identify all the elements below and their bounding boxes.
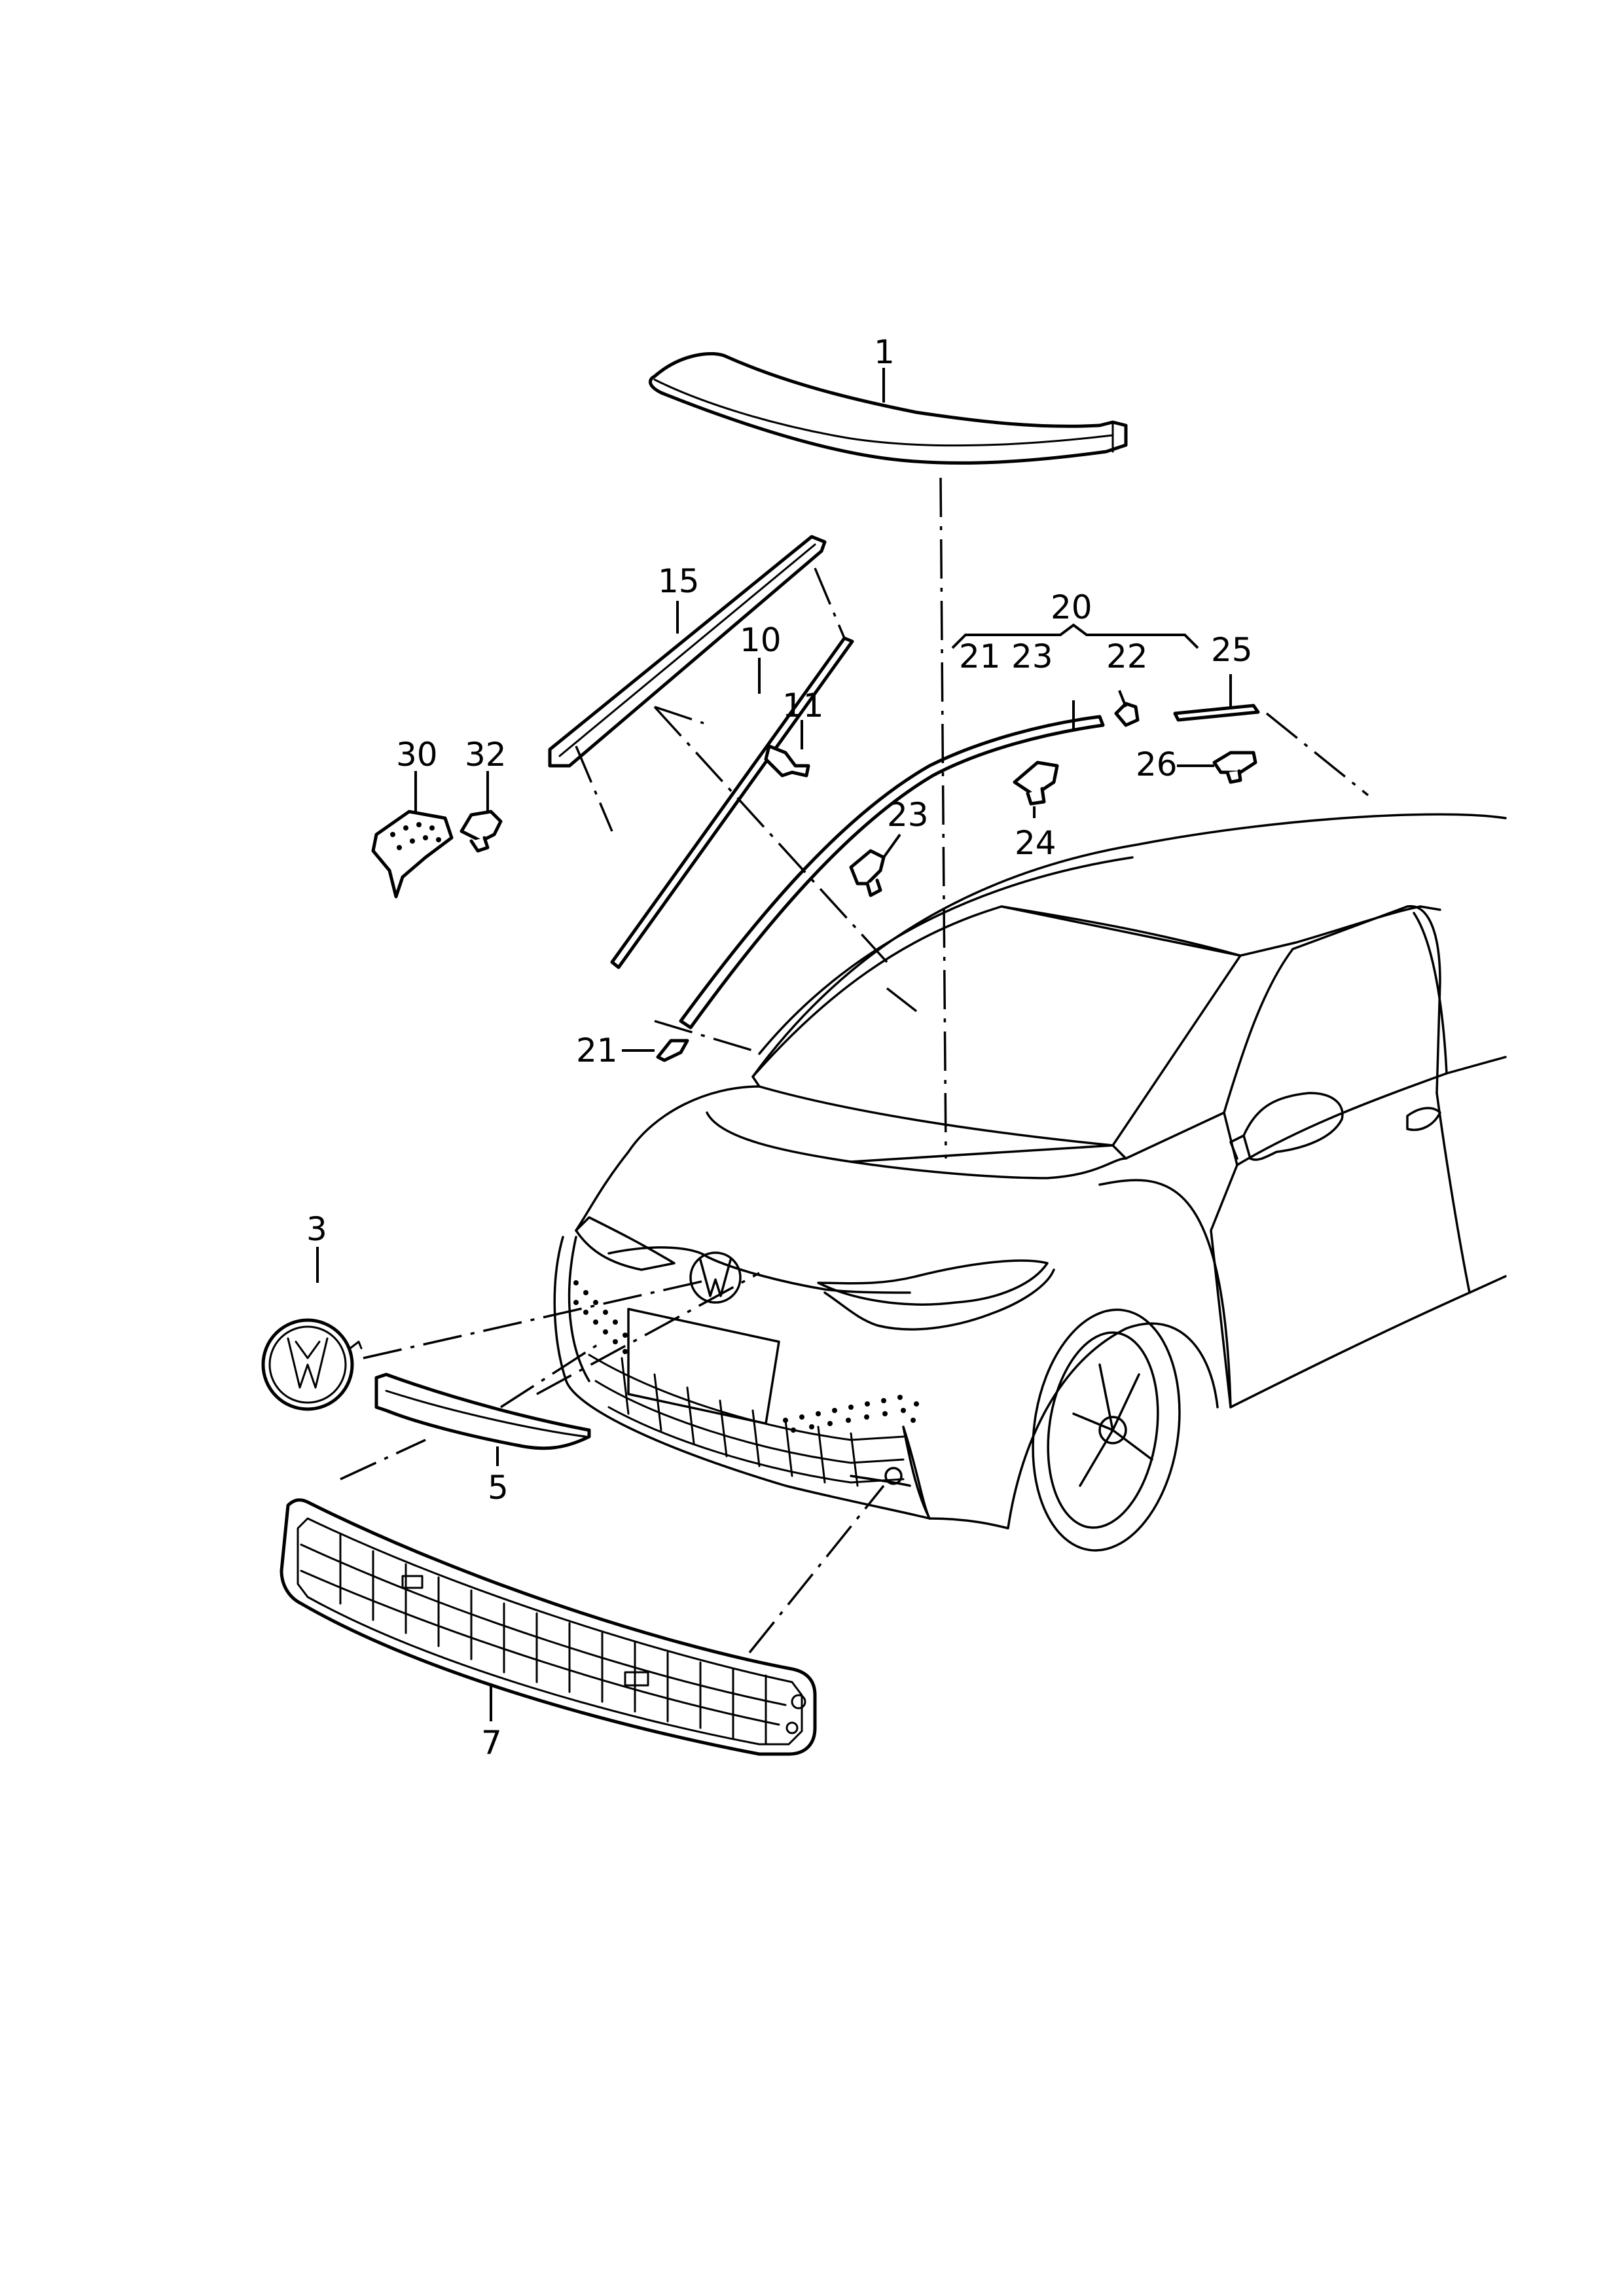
part-vw-badge-3 — [261, 1318, 363, 1411]
callout-30: 30 — [396, 736, 438, 774]
part-grille-strip-5 — [374, 1372, 591, 1450]
callout-5: 5 — [488, 1469, 509, 1507]
leader-lines — [340, 477, 1369, 1654]
part-roof-spoiler — [649, 352, 1128, 465]
part-clip-26 — [1212, 751, 1257, 784]
callout-3: 3 — [306, 1210, 327, 1248]
callout-21: 21 — [576, 1031, 618, 1069]
callout-22: 22 — [1106, 637, 1148, 675]
part-clip-24 — [1013, 761, 1059, 806]
callout-11: 11 — [782, 687, 824, 725]
part-clip-11 — [764, 744, 810, 778]
part-bracket-30 — [371, 810, 454, 899]
callout-32: 32 — [465, 736, 507, 774]
car-body — [553, 813, 1507, 1552]
callout-labels: 1 15 10 11 30 32 20 21 23 22 25 23 24 26… — [306, 333, 1253, 1762]
part-trim-15 — [548, 535, 827, 768]
callout-20-sub-21: 21 — [959, 637, 1001, 675]
part-lower-grille-7 — [280, 1498, 817, 1756]
part-strip-25 — [1173, 704, 1260, 722]
part-trim-10 — [610, 636, 854, 969]
callout-7: 7 — [481, 1724, 502, 1762]
part-roof-trim-21-23 — [679, 715, 1105, 1030]
car-lower-grille — [588, 1354, 905, 1487]
part-endcap-21 — [656, 1039, 689, 1062]
grille-dots-left — [573, 1280, 628, 1354]
grille-dots-right — [783, 1395, 919, 1433]
callout-10: 10 — [740, 621, 782, 659]
callout-ticks — [316, 368, 1232, 1721]
callout-20-sub-23: 23 — [1011, 637, 1053, 675]
part-clip-23 — [849, 849, 886, 897]
part-clip-32 — [460, 810, 503, 853]
callout-20: 20 — [1051, 588, 1092, 626]
callout-1: 1 — [874, 333, 895, 371]
callout-23: 23 — [887, 796, 929, 834]
part-clip-22 — [1114, 702, 1140, 727]
callout-15: 15 — [658, 562, 700, 600]
callout-26: 26 — [1136, 745, 1178, 783]
callout-25: 25 — [1211, 631, 1253, 669]
callout-24: 24 — [1015, 824, 1056, 862]
